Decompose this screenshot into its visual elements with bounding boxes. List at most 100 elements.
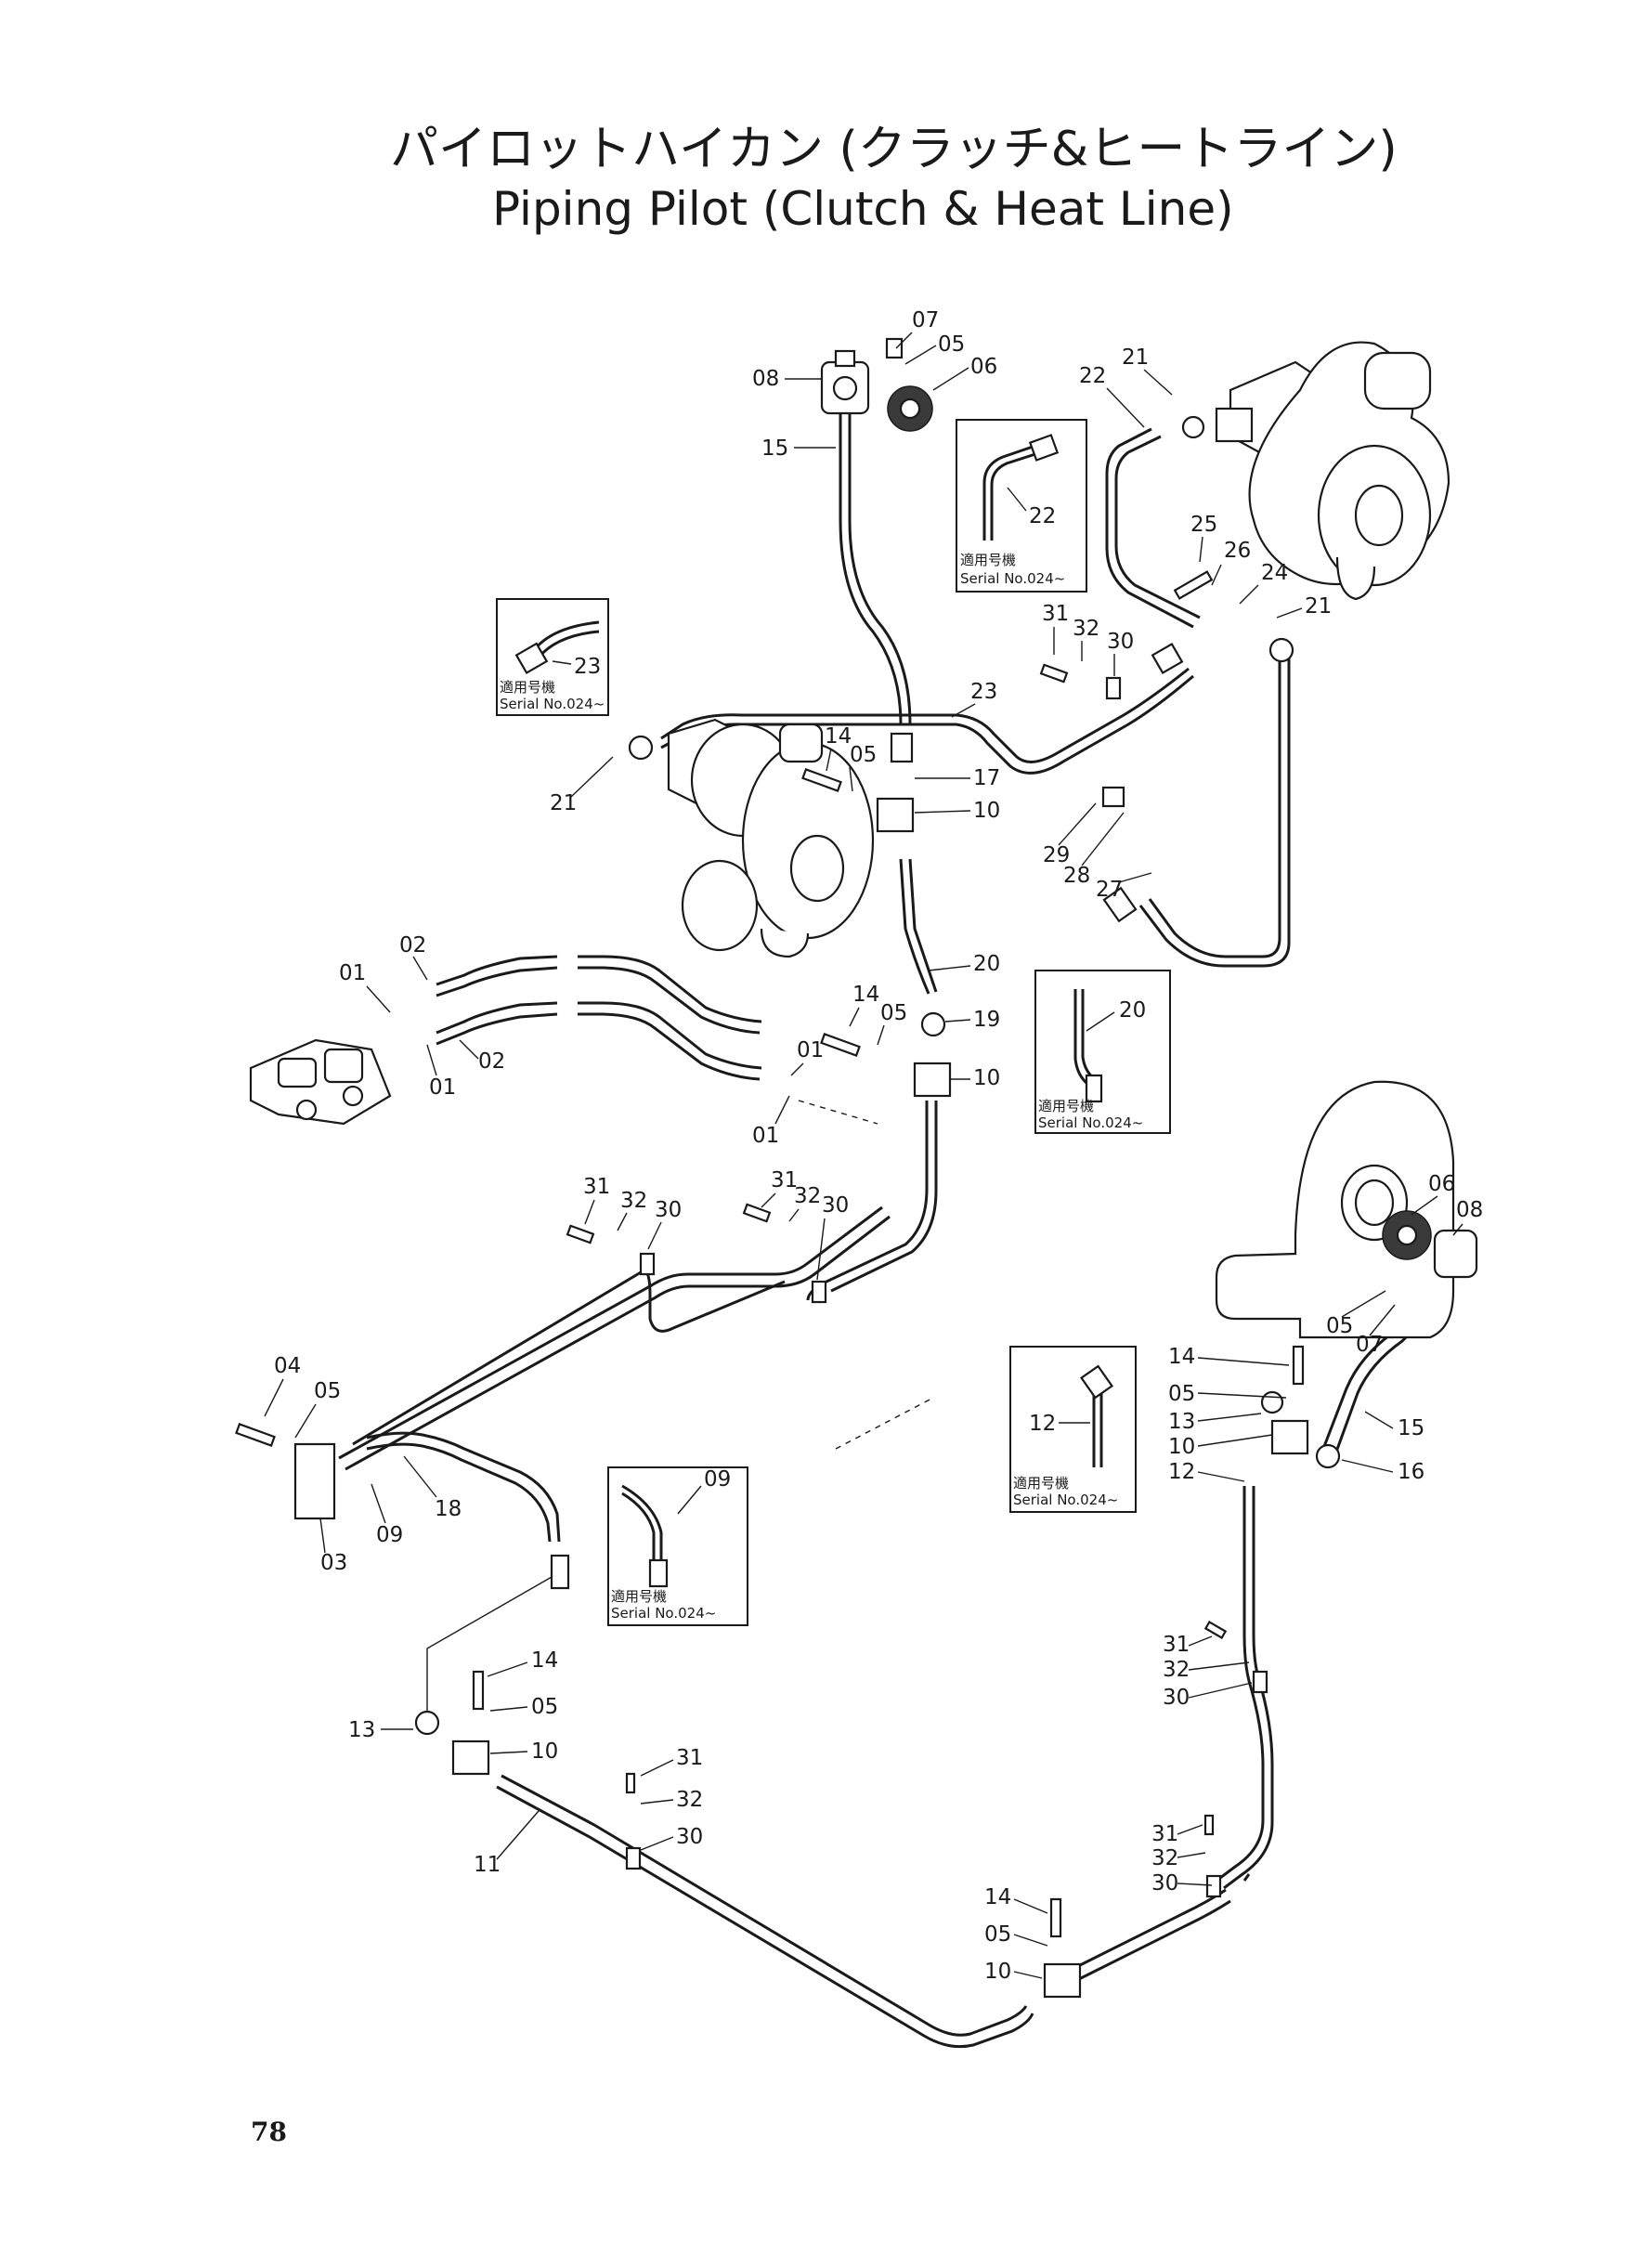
title-japanese: パイロットハイカン (クラッチ&ヒートライン) [390,122,1398,177]
callout-31f: 31 [1151,1822,1178,1846]
title-english: Piping Pilot (Clutch & Heat Line) [492,182,1234,236]
serial-box-20-part: 20 [1119,998,1146,1023]
callout-01: 01 [339,961,366,985]
callout-25: 25 [1190,513,1217,537]
callout-19: 19 [973,1008,1000,1032]
callout-03: 03 [320,1551,347,1575]
callout-32e: 32 [1163,1658,1190,1682]
callout-31e: 31 [1163,1633,1190,1657]
serial-box-22-en: Serial No.024~ [960,570,1065,587]
callout-10e: 10 [984,1960,1011,1984]
callout-32d: 32 [676,1788,703,1812]
serial-box-09-part: 09 [704,1467,731,1492]
callout-05c: 05 [880,1001,907,1025]
callout-14: 14 [825,724,852,749]
page-number: 78 [251,2117,287,2147]
callout-30d: 30 [676,1825,703,1849]
callout-28: 28 [1063,864,1090,888]
callout-08: 08 [752,367,779,391]
component-upper-right-motor [1229,341,1450,601]
callout-06: 06 [970,355,997,379]
serial-box-20: 20 適用号機 Serial No.024~ [1034,970,1171,1134]
callout-20: 20 [973,952,1000,976]
serial-box-12-en: Serial No.024~ [1013,1492,1118,1508]
callout-30c: 30 [822,1193,849,1218]
callout-24: 24 [1261,561,1288,585]
callout-01b: 01 [429,1075,456,1100]
callout-14d: 14 [531,1648,558,1673]
callout-07b: 07 [1356,1333,1383,1357]
component-top-valve [820,337,933,432]
callout-15b: 15 [1398,1416,1424,1440]
callout-31d: 31 [676,1746,703,1770]
callout-14e: 14 [984,1885,1011,1909]
serial-box-09: 09 適用号機 Serial No.024~ [607,1466,748,1626]
serial-box-12-jp: 適用号機 [1013,1475,1069,1492]
callout-32f: 32 [1151,1846,1178,1870]
callout-14b: 14 [852,983,879,1007]
pipe-network [338,410,1441,2049]
callout-21b: 21 [1305,594,1332,619]
serial-box-20-jp: 適用号機 [1038,1098,1094,1114]
callout-10b: 10 [973,1066,1000,1090]
callout-32c: 32 [794,1184,821,1208]
callout-22: 22 [1079,364,1106,388]
callout-05b: 05 [850,743,877,767]
callout-04: 04 [274,1354,301,1378]
callout-05h: 05 [984,1922,1011,1947]
callout-17: 17 [973,766,1000,790]
part-callouts: 07 05 06 08 15 21 22 25 26 24 21 31 32 3… [264,308,1483,1984]
callout-13b: 13 [348,1718,375,1742]
callout-10d: 10 [531,1739,558,1764]
callout-32b: 32 [620,1189,647,1213]
serial-box-20-en: Serial No.024~ [1038,1114,1143,1131]
callout-30f: 30 [1151,1871,1178,1896]
callout-15: 15 [761,436,788,461]
callout-05f: 05 [1168,1382,1195,1406]
callout-16: 16 [1398,1460,1424,1484]
component-right-casting [1215,1080,1478,1339]
serial-box-23-jp: 適用号機 [500,679,555,696]
serial-box-23-part: 23 [574,655,601,679]
callout-30b: 30 [655,1198,682,1222]
component-pilot-valve [249,1038,392,1126]
serial-box-12: 12 適用号機 Serial No.024~ [1009,1346,1137,1513]
callout-05: 05 [938,332,965,357]
serial-box-23-en: Serial No.024~ [500,696,605,712]
callout-05e: 05 [1326,1314,1353,1338]
serial-box-22-part: 22 [1029,504,1056,528]
serial-box-23: 23 適用号機 Serial No.024~ [496,598,609,716]
fittings [293,407,1341,1999]
serial-box-22: 22 適用号機 Serial No.024~ [956,419,1087,593]
callout-21: 21 [1122,345,1149,370]
callout-09: 09 [376,1523,403,1547]
serial-box-22-jp: 適用号機 [960,552,1016,568]
callout-31: 31 [1042,602,1069,626]
callout-31c: 31 [771,1168,798,1192]
serial-box-09-en: Serial No.024~ [611,1605,716,1622]
callout-27: 27 [1096,878,1123,902]
callout-30e: 30 [1163,1686,1190,1710]
callout-05d: 05 [314,1379,341,1403]
callout-10: 10 [973,799,1000,823]
callout-18: 18 [435,1497,462,1521]
callout-12: 12 [1168,1460,1195,1484]
callout-13: 13 [1168,1410,1195,1434]
callout-08b: 08 [1456,1198,1483,1222]
callout-30: 30 [1107,630,1134,654]
callout-23: 23 [970,680,997,704]
serial-box-12-part: 12 [1029,1412,1056,1436]
callout-05g: 05 [531,1695,558,1719]
callout-01c: 01 [797,1038,824,1062]
callout-10c: 10 [1168,1435,1195,1459]
callout-32: 32 [1073,617,1099,641]
callout-01d: 01 [752,1124,779,1148]
callout-26: 26 [1224,539,1251,563]
callout-06b: 06 [1428,1172,1455,1196]
callout-31b: 31 [583,1175,610,1199]
callout-11: 11 [474,1853,501,1877]
component-center-motor [667,718,875,958]
callout-14c: 14 [1168,1345,1195,1369]
callout-07: 07 [912,308,939,332]
